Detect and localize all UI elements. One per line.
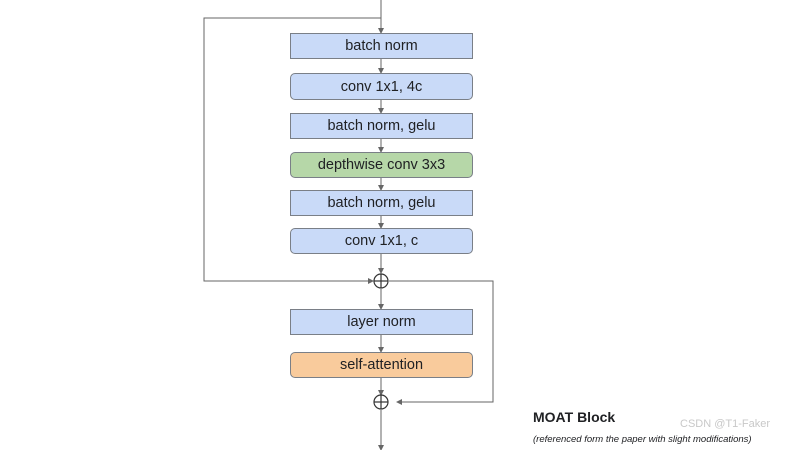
caption-title: MOAT Block xyxy=(533,409,616,425)
caption-subtitle: (referenced form the paper with slight m… xyxy=(533,434,752,445)
self-attention-label: self-attention xyxy=(339,357,424,373)
add-node-1 xyxy=(373,273,389,289)
batch-norm-label: batch norm xyxy=(345,38,418,54)
batch-norm-gelu-label-2: batch norm, gelu xyxy=(327,195,436,211)
batch-norm-gelu-label-1: batch norm, gelu xyxy=(327,118,436,134)
self-attention-block: self-attention xyxy=(290,352,473,378)
add-node-2 xyxy=(373,394,389,410)
depthwise-conv-block: depthwise conv 3x3 xyxy=(290,152,473,178)
layer-norm-block: layer norm xyxy=(290,309,473,335)
conv-1x1-c-label: conv 1x1, c xyxy=(344,233,419,249)
layer-norm-label: layer norm xyxy=(347,314,416,330)
watermark: CSDN @T1-Faker xyxy=(680,418,771,430)
batch-norm-gelu-block-1: batch norm, gelu xyxy=(290,113,473,139)
batch-norm-block: batch norm xyxy=(290,33,473,59)
conv-1x1-c-block: conv 1x1, c xyxy=(290,228,473,254)
skip-connection-2 xyxy=(389,280,494,405)
depthwise-conv-label: depthwise conv 3x3 xyxy=(317,157,446,173)
batch-norm-gelu-block-2: batch norm, gelu xyxy=(290,190,473,216)
conv-1x1-4c-block: conv 1x1, 4c xyxy=(290,73,473,100)
skip-connection-1 xyxy=(203,17,381,284)
conv-1x1-4c-label: conv 1x1, 4c xyxy=(340,78,423,95)
